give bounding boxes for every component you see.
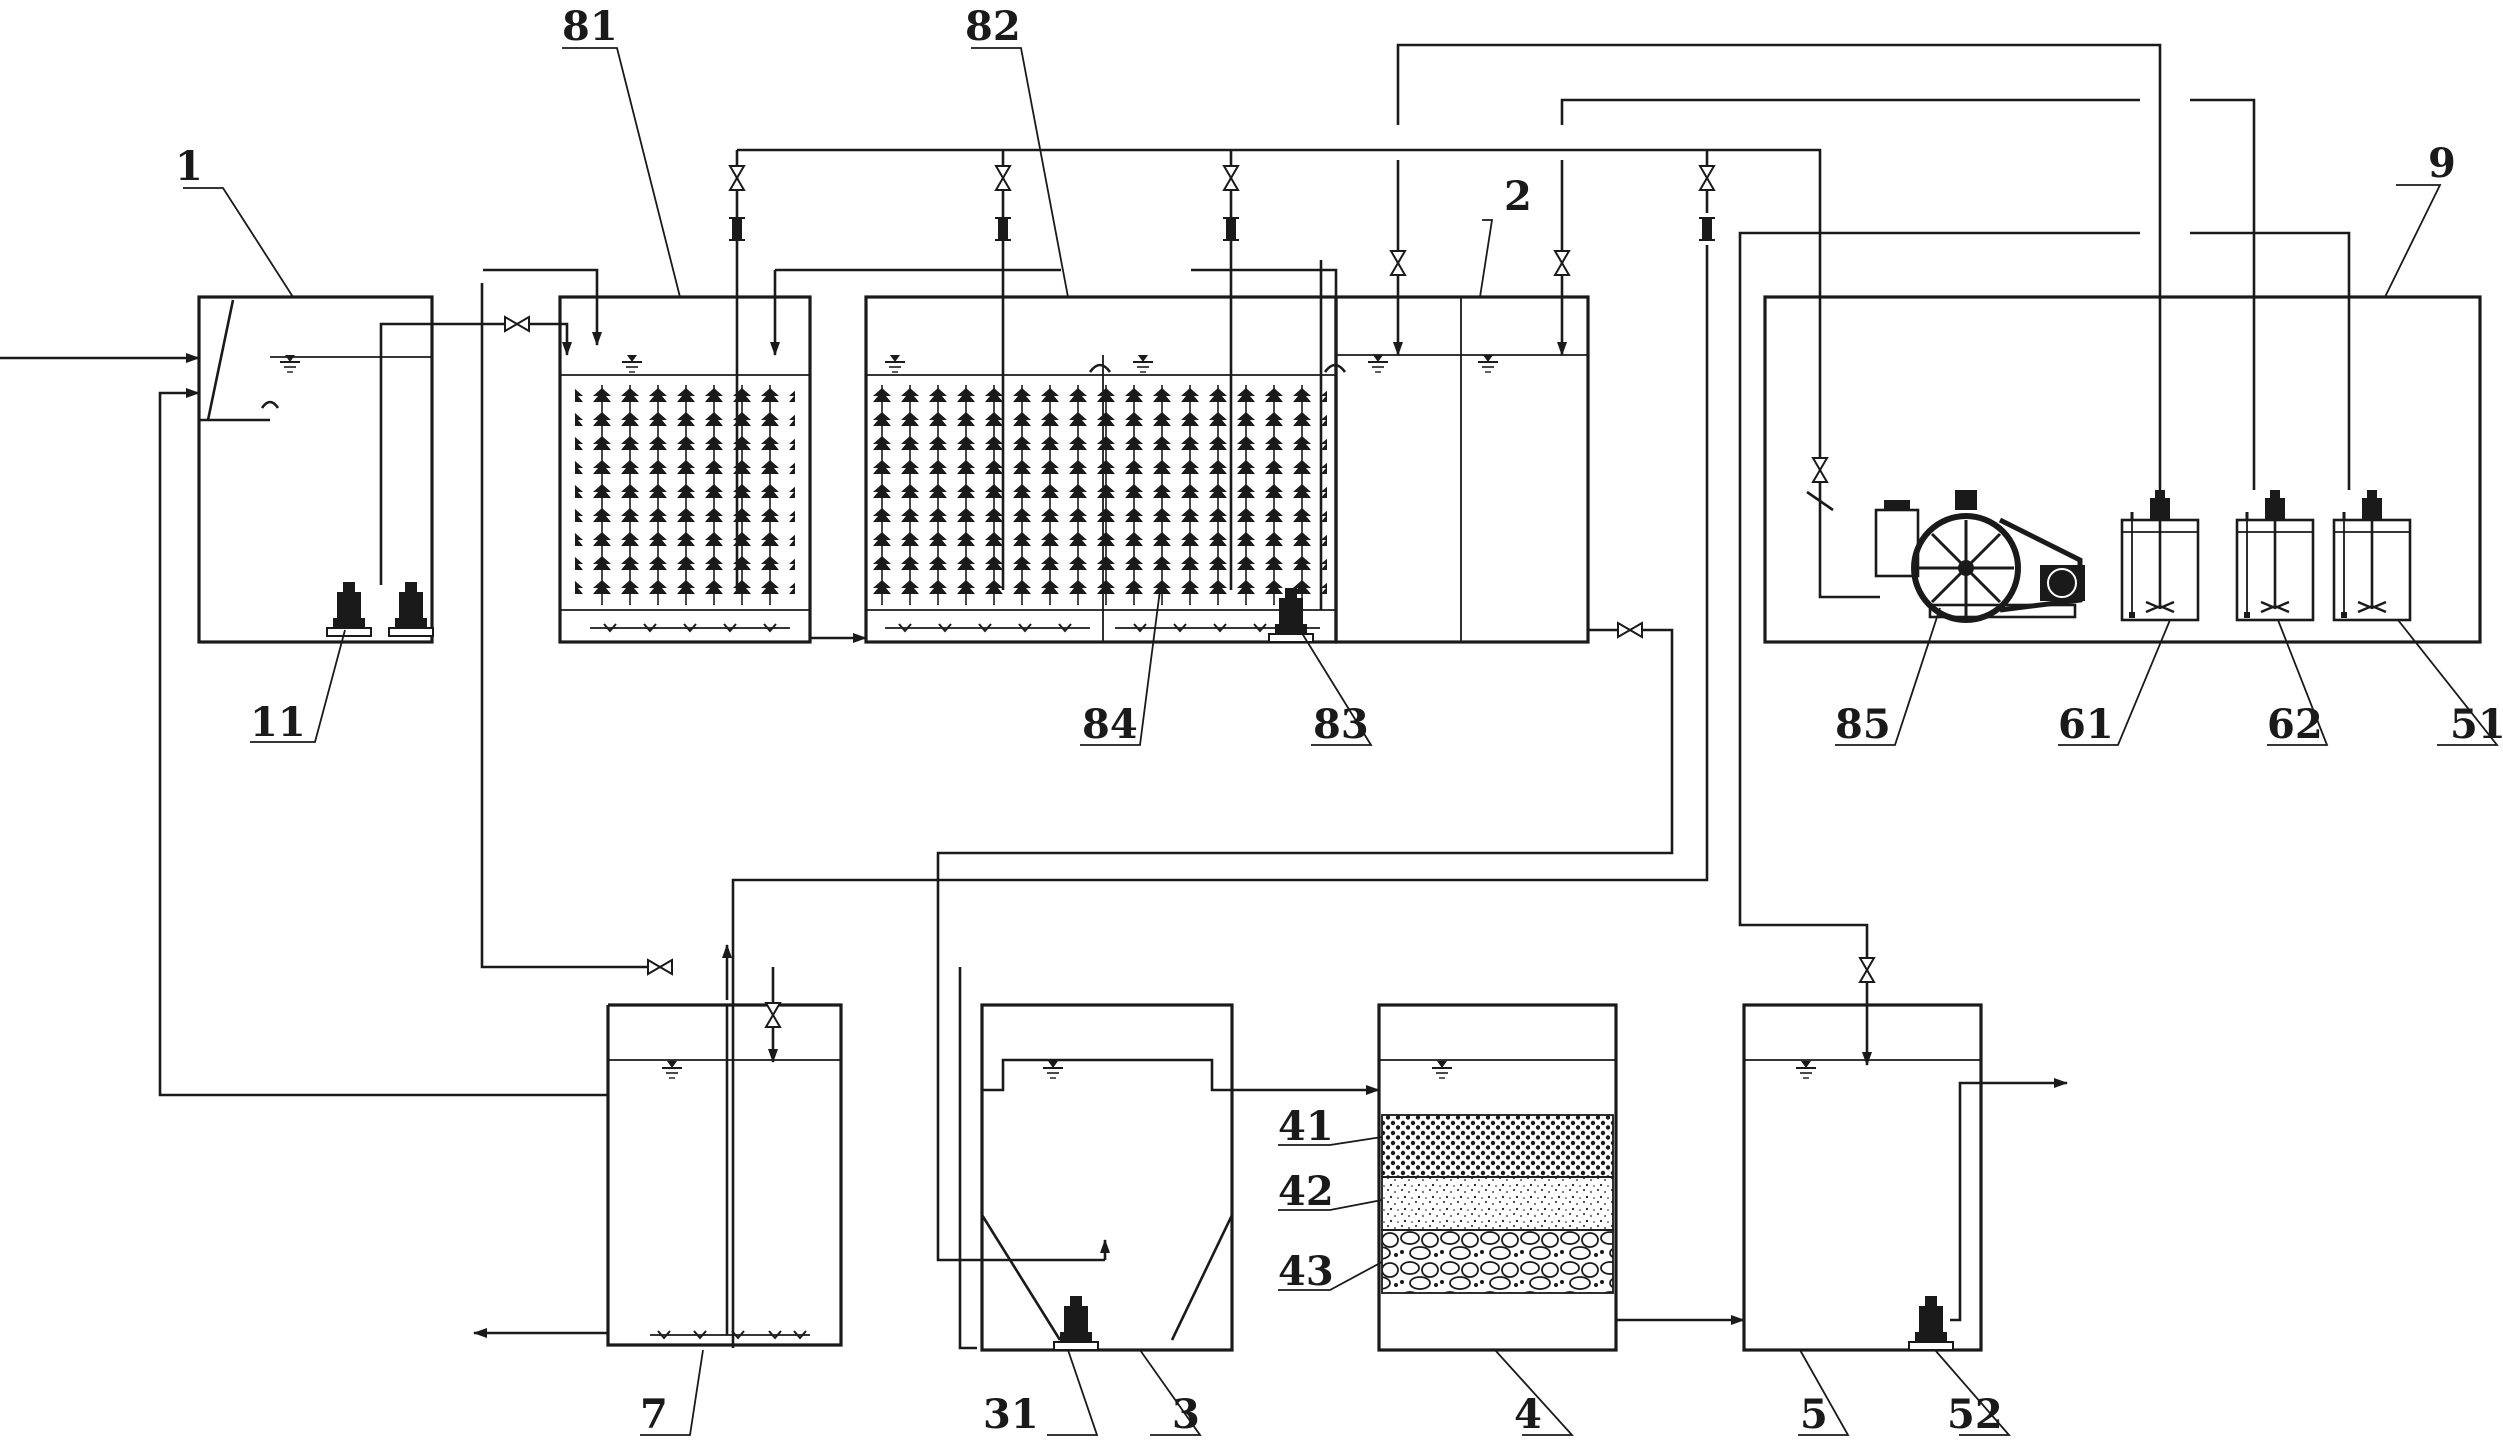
lift-pump-icon	[326, 581, 372, 637]
filter-layer-43	[1381, 1229, 1614, 1294]
dosing-line-61	[1396, 43, 2162, 490]
dosing-tank-61-icon	[2120, 488, 2200, 622]
return-pipe	[158, 388, 608, 1097]
leader-lines	[183, 47, 2499, 1436]
label-equipment-room: 9	[2428, 140, 2456, 187]
label-dosing-1: 61	[2058, 701, 2114, 748]
label-filter-layer-1: 41	[1278, 1103, 1334, 1150]
lift-pump-icon-2	[388, 581, 434, 637]
label-media: 84	[1082, 701, 1138, 748]
label-settling-tank: 3	[1172, 1391, 1200, 1438]
settling-tank	[980, 1003, 1234, 1352]
adjusting-tank	[197, 295, 434, 644]
label-outlet-pump: 52	[1947, 1391, 2003, 1438]
label-disinfection-tank: 5	[1800, 1391, 1828, 1438]
blower-icon	[1874, 490, 2085, 623]
label-lift-pump: 11	[250, 699, 306, 746]
label-filter-layer-3: 43	[1278, 1248, 1334, 1295]
dosing-line-62	[1560, 98, 2140, 125]
label-dosing-3: 51	[2450, 701, 2503, 748]
label-filter-layer-2: 42	[1278, 1168, 1334, 1215]
label-bio-tank-b: 82	[965, 3, 1021, 50]
label-dosing-2: 62	[2267, 701, 2323, 748]
filter-layer-42	[1381, 1176, 1614, 1231]
disinfection-tank	[1742, 1003, 2068, 1352]
air-header-pipe	[737, 148, 1880, 599]
filter-layer-41	[1381, 1114, 1614, 1178]
label-blower: 85	[1835, 701, 1891, 748]
label-clear-tank: 2	[1504, 173, 1532, 220]
label-bio-tank-a: 81	[562, 3, 618, 50]
clear-tank	[1334, 295, 1590, 644]
outlet-pump-icon	[1908, 1295, 1954, 1351]
bio-tank-82	[864, 260, 1347, 644]
label-filter-tank: 4	[1514, 1391, 1542, 1438]
label-settling-pump: 31	[983, 1391, 1039, 1438]
dosing-line-51	[1738, 231, 2140, 235]
equipment-room	[1763, 295, 2482, 644]
label-sludge-tank: 7	[640, 1391, 668, 1438]
label-sludge-pump: 83	[1313, 701, 1369, 748]
sludge-tank	[473, 1003, 843, 1347]
settling-pump-icon	[1053, 1295, 1099, 1351]
bio-tank-81	[558, 295, 812, 644]
dosing-tank-62-icon	[2235, 488, 2315, 622]
pump-outlet-pipe	[379, 322, 572, 585]
filter-tank	[1377, 1003, 1618, 1352]
label-group: 1 11 81 82 2 84 83 85 61 62 51 9 41 42 4…	[175, 3, 2503, 1438]
dosing-tank-51-icon	[2332, 488, 2412, 622]
label-adjusting-tank: 1	[175, 143, 203, 190]
sludge-return-pipe	[480, 283, 660, 969]
